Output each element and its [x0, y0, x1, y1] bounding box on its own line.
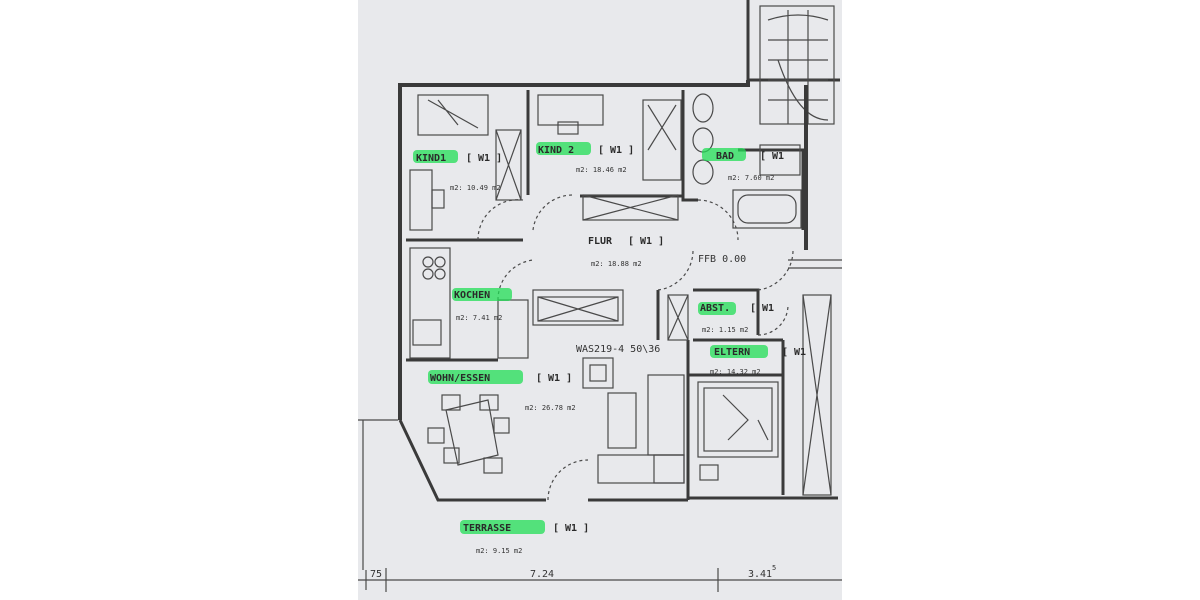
dimension-3-41: 3.41	[748, 569, 772, 580]
room-name-kind2: KIND 2	[538, 145, 574, 156]
dimension-75: 75	[370, 569, 382, 580]
was-label: WAS219-4 50\36	[576, 344, 660, 355]
room-name-bad: BAD	[716, 151, 734, 162]
dimension-7-24: 7.24	[530, 569, 554, 580]
room-name-abst: ABST.	[700, 303, 730, 314]
room-tag-terrasse: [ W1 ]	[553, 523, 589, 534]
room-area-kochen: m2: 7.41 m2	[456, 314, 502, 322]
room-tag-bad: [ W1	[760, 151, 784, 162]
room-name-flur: FLUR	[588, 236, 613, 247]
dimension-superscript: 5	[772, 564, 776, 572]
room-labels: KIND1 [ W1 ] m2: 10.49 m2 KIND 2 [ W1 ] …	[416, 145, 806, 555]
dimension-labels: 75 7.24 3.41 5	[370, 564, 776, 580]
room-name-kochen: KOCHEN	[454, 290, 490, 301]
room-name-kind1: KIND1	[416, 153, 446, 164]
room-tag-eltern: [ W1	[782, 347, 806, 358]
room-area-eltern: m2: 14.32 m2	[710, 368, 761, 376]
room-area-flur: m2: 18.88 m2	[591, 260, 642, 268]
room-tag-wohn: [ W1 ]	[536, 373, 572, 384]
floor-plan-drawing: KIND1 [ W1 ] m2: 10.49 m2 KIND 2 [ W1 ] …	[358, 0, 842, 592]
room-name-eltern: ELTERN	[714, 347, 750, 358]
ffb-label: FFB 0.00	[698, 254, 746, 265]
furniture	[409, 93, 832, 496]
room-area-bad: m2: 7.60 m2	[728, 174, 774, 182]
room-tag-kind2: [ W1 ]	[598, 145, 634, 156]
floor-plan: KIND1 [ W1 ] m2: 10.49 m2 KIND 2 [ W1 ] …	[358, 0, 842, 600]
room-name-wohn: WOHN/ESSEN	[430, 373, 490, 384]
room-area-kind1: m2: 10.49 m2	[450, 184, 501, 192]
room-area-wohn: m2: 26.78 m2	[525, 404, 576, 412]
room-tag-abst: [ W1	[750, 303, 774, 314]
room-area-kind2: m2: 18.46 m2	[576, 166, 627, 174]
room-area-terrasse: m2: 9.15 m2	[476, 547, 522, 555]
room-area-abst: m2: 1.15 m2	[702, 326, 748, 334]
dimension-line	[358, 419, 842, 592]
room-highlights	[413, 142, 768, 534]
room-tag-kind1: [ W1 ]	[466, 153, 502, 164]
room-name-terrasse: TERRASSE	[463, 523, 511, 534]
outer-walls	[398, 80, 842, 502]
room-tag-flur: [ W1 ]	[628, 236, 664, 247]
staircase	[746, 0, 840, 125]
